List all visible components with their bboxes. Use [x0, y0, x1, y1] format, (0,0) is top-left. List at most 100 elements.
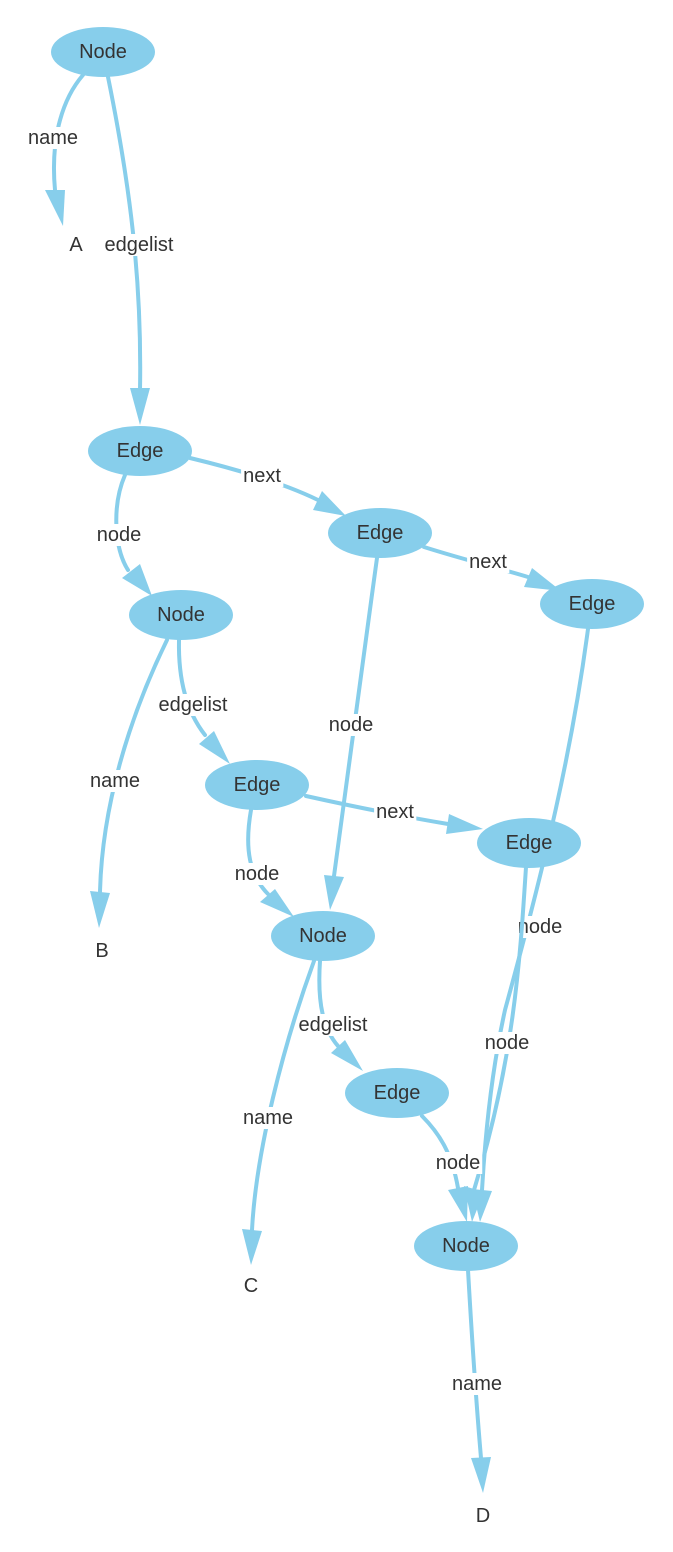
leaf-value-d: D: [476, 1505, 490, 1527]
edge-n3-to-e6: edgelist: [296, 959, 370, 1071]
edge-e1-to-n2: node: [94, 473, 152, 596]
edge-label-background: [326, 714, 376, 736]
edge-label: name: [452, 1373, 502, 1395]
edge-line: [176, 638, 207, 737]
edge-line: [106, 75, 143, 392]
edge-label-background: [25, 127, 81, 149]
edge-label: edgelist: [299, 1014, 368, 1036]
node-edge: Edge: [205, 760, 309, 810]
edge-label: node: [97, 524, 142, 546]
node-label: Edge: [506, 832, 553, 854]
edge-line: [250, 959, 316, 1232]
edge-label-background: [482, 1032, 532, 1054]
node-ellipse: [414, 1221, 518, 1271]
arrowhead-icon: [260, 889, 294, 917]
edge-label-background: [94, 524, 144, 546]
edge-label: name: [90, 770, 140, 792]
node-node: Node: [414, 1221, 518, 1271]
arrowhead-icon: [313, 491, 346, 516]
node-ellipse: [328, 508, 432, 558]
node-edge: Edge: [88, 426, 192, 476]
edge-line: [98, 638, 169, 894]
edge-label: edgelist: [159, 694, 228, 716]
arrowhead-icon: [242, 1229, 262, 1265]
edge-label: next: [469, 551, 507, 573]
edge-label: node: [235, 863, 280, 885]
edge-e4-to-e5: next: [304, 794, 483, 834]
leaf-label: D: [476, 1505, 490, 1527]
node-label: Edge: [234, 774, 281, 796]
arrowhead-icon: [464, 1186, 484, 1222]
node-node: Node: [51, 27, 155, 77]
edge-line: [52, 73, 85, 192]
edge-label-background: [241, 465, 284, 487]
edge-label-background: [87, 770, 143, 792]
node-ellipse: [477, 818, 581, 868]
edge-n2-to-e4: edgelist: [156, 638, 230, 764]
edge-e6-to-n4: node: [420, 1114, 483, 1222]
node-ellipse: [271, 911, 375, 961]
edge-label: next: [376, 801, 414, 823]
arrowhead-icon: [331, 1040, 363, 1071]
arrowhead-icon: [45, 190, 65, 226]
leaf-label: A: [69, 234, 83, 256]
edge-n1-to-e1: edgelist: [102, 75, 176, 425]
node-ellipse: [540, 579, 644, 629]
edge-label-background: [232, 863, 282, 885]
edge-label: next: [243, 465, 281, 487]
arrowhead-icon: [90, 891, 110, 928]
edge-label-background: [374, 801, 417, 823]
node-edge: Edge: [345, 1068, 449, 1118]
edges-layer: name edgelist node next next node name edgelist…: [25, 73, 590, 1493]
node-label: Node: [79, 41, 127, 63]
leaf-value-c: C: [244, 1275, 258, 1297]
edge-n2-to-b: name: [87, 638, 169, 928]
edge-line: [472, 865, 528, 1192]
leaf-value-a: A: [69, 234, 83, 256]
edge-label: name: [243, 1107, 293, 1129]
arrowhead-icon: [324, 875, 344, 910]
node-node: Node: [129, 590, 233, 640]
edge-label: node: [436, 1152, 481, 1174]
arrowhead-icon: [122, 564, 152, 596]
edge-n1-to-a: name: [25, 73, 85, 226]
node-node: Node: [271, 911, 375, 961]
edge-label-background: [467, 551, 510, 573]
node-label: Node: [442, 1235, 490, 1257]
node-edge: Edge: [477, 818, 581, 868]
node-label: Edge: [374, 1082, 421, 1104]
edge-line: [114, 473, 130, 572]
edge-label: node: [485, 1032, 530, 1054]
edge-label: node: [329, 714, 374, 736]
edge-n3-to-c: name: [240, 959, 316, 1265]
edge-label-background: [240, 1107, 296, 1129]
node-label: Node: [157, 604, 205, 626]
node-label: Edge: [117, 440, 164, 462]
node-edge: Edge: [540, 579, 644, 629]
edge-label: node: [518, 916, 563, 938]
leaf-label: B: [95, 940, 108, 962]
edge-e2-to-n3: node: [324, 556, 379, 910]
arrowhead-icon: [524, 568, 561, 591]
node-label: Node: [299, 925, 347, 947]
edge-label-background: [296, 1014, 370, 1036]
node-ellipse: [129, 590, 233, 640]
edge-label-background: [156, 694, 230, 716]
leaf-value-b: B: [95, 940, 108, 962]
edge-label-background: [433, 1152, 483, 1174]
arrowhead-icon: [199, 731, 230, 764]
node-label: Edge: [357, 522, 404, 544]
nodes-layer: NodeAEdgeNodeEdgeEdgeBEdgeEdgeNodeEdgeCN…: [51, 27, 644, 1527]
edge-e2-to-e3: next: [422, 545, 561, 591]
edge-label-background: [515, 916, 565, 938]
edge-line: [246, 808, 270, 896]
edge-label-background: [102, 234, 176, 256]
edge-line: [466, 1268, 483, 1460]
edge-e4-to-n3: node: [232, 808, 294, 917]
edge-label-background: [449, 1373, 505, 1395]
edge-e5-to-n4: node: [464, 865, 532, 1222]
arrowhead-icon: [446, 814, 483, 834]
node-ellipse: [51, 27, 155, 77]
edge-line: [420, 1114, 460, 1190]
